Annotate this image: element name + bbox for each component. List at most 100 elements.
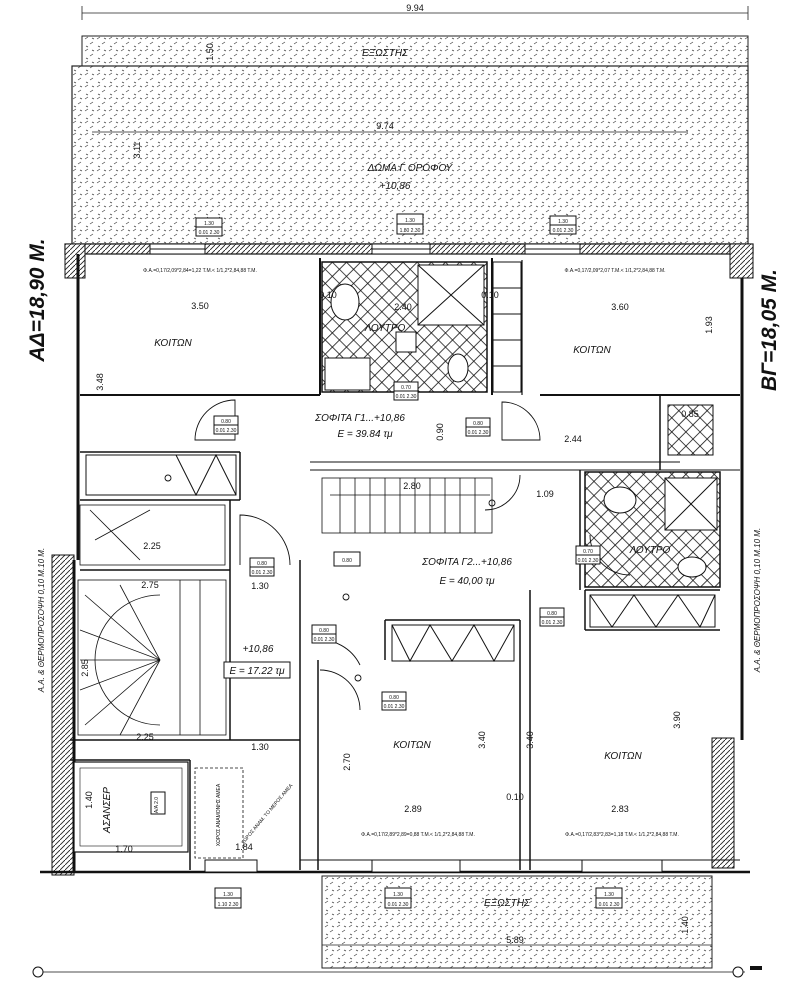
dim-275: 2.75 [141, 580, 159, 590]
dim-283: 2.83 [611, 804, 629, 814]
svg-text:0.80: 0.80 [389, 695, 399, 701]
svg-text:0.80: 0.80 [473, 421, 483, 427]
bath-right-label: ΛΟΥΤΡΟ [629, 545, 671, 556]
roof-side-dim: 3.11 [132, 142, 142, 159]
window-tag: 1.300.01 2.30 [195, 217, 223, 237]
dim-140: 1.40 [84, 791, 94, 809]
svg-text:1.30: 1.30 [393, 892, 403, 898]
attic-g2-area: Ε = 40,00 τμ [439, 576, 495, 587]
dim-130b: 1.30 [251, 742, 269, 752]
dim-090: 0.90 [435, 423, 445, 441]
elevator-tag: Α/Α 2.0 [154, 797, 160, 813]
window-tag: 1.30 0.01 2.30 [549, 215, 577, 235]
bedroom-tl-label: ΚΟΙΤΩΝ [154, 338, 192, 349]
side-labels: ΑΔ=18,90 Μ. ΒΓ=18,05 Μ. Α.Α. & ΘΕΡΜΟΠΡΟΣ… [26, 238, 781, 693]
top-terrace: ΕΞΩΣΤΗΣ 1.50 [81, 35, 749, 67]
bathroom-top: ΛΟΥΤΡΟ [321, 261, 488, 393]
svg-text:0.01 2.30: 0.01 2.30 [468, 430, 489, 436]
attic-g1-title: ΣΟΦΙΤΑ Γ1...+10,86 [314, 413, 405, 424]
window-tag: 1.300.01 2.30 [595, 887, 623, 909]
window-notes: Φ.Α.=0,17/2,09*2,84=1,22 Τ.Μ.< 1/1,2*2,8… [143, 268, 679, 838]
room-labels: ΚΟΙΤΩΝ ΚΟΙΤΩΝ ΚΟΙΤΩΝ ΚΟΙΤΩΝ [154, 338, 642, 762]
stair-area: Ε = 17.22 τμ [229, 666, 285, 677]
window-tag: 0.80 0.01 2.30 [381, 691, 407, 711]
bathroom-right: ΛΟΥΤΡΟ 0.85 [584, 404, 721, 588]
d140b-label: 1.40 [680, 916, 690, 934]
bedroom-tr-label: ΚΟΙΤΩΝ [573, 345, 611, 356]
d589-label: 5.89 [506, 935, 524, 945]
bottom-terrace: ΕΞΩΣΤΗΣ 5.89 1.40 [204, 859, 713, 969]
window-tag: 0.80 0.01 2.30 [249, 557, 275, 577]
note-br: Φ.Α.=0,17/2,83*2,83=1,18 Τ.Μ.< 1/1,2*2,8… [565, 832, 679, 838]
elevator: ΑΣΑΝΣΕΡ Α/Α 2.0 ΧΩΡΟΣ ΑΝΑΜΟΝΗΣ ΑΜΕΑ ΧΩΡΟ… [73, 761, 295, 859]
dim-130a: 1.30 [251, 581, 269, 591]
svg-text:0.80: 0.80 [342, 558, 352, 564]
window-tag: 0.80 0.01 2.30 [465, 417, 491, 437]
wardrobes [85, 261, 716, 663]
window-tag: 0.80 0.01 2.30 [539, 607, 565, 627]
dim-285: 2.85 [80, 659, 90, 677]
svg-text:0.01 2.30: 0.01 2.30 [396, 394, 417, 400]
svg-text:0.01 2.30: 0.01 2.30 [252, 570, 273, 576]
right-side-title: ΒΓ=18,05 Μ. [758, 269, 781, 391]
svg-text:1.30: 1.30 [558, 219, 568, 225]
svg-text:0.80: 0.80 [257, 561, 267, 567]
dim-240: 2.40 [394, 302, 412, 312]
roof-dim-label: 9.74 [376, 121, 394, 131]
top-dimension: 9.94 [81, 3, 749, 20]
dim-270: 2.70 [342, 753, 352, 771]
svg-text:1.30: 1.30 [405, 218, 415, 224]
left-side-note: Α.Α. & ΘΕΡΜΟΠΡΟΣΟΨΗ 0,10 Μ.10 Μ. [37, 548, 46, 693]
dim-010a: 0.10 [319, 290, 337, 300]
attic-g2-title: ΣΟΦΙΤΑ Γ2...+10,86 [421, 557, 512, 568]
svg-text:1.80 2.30: 1.80 2.30 [400, 228, 421, 234]
elevator-label: ΑΣΑΝΣΕΡ [102, 787, 113, 834]
dim-390: 3.90 [672, 711, 682, 729]
svg-text:0.80: 0.80 [319, 628, 329, 634]
window-tag: 0.80 [333, 551, 361, 567]
dim-340a: 3.40 [477, 731, 487, 749]
attic-g1-area: Ε = 39.84 τμ [337, 429, 393, 440]
dim-010b: 0.10 [481, 290, 499, 300]
top-windows [149, 243, 581, 255]
dim-010c: 0.10 [506, 792, 524, 802]
svg-text:0.01 2.30: 0.01 2.30 [578, 558, 599, 564]
svg-text:1.10 2.30: 1.10 2.30 [218, 902, 239, 908]
k-dim-label: 0.85 [681, 409, 699, 419]
svg-text:0.01 2.30: 0.01 2.30 [553, 228, 574, 234]
dim-170: 1.70 [115, 844, 133, 854]
stair-level: +10,86 [243, 644, 274, 655]
window-tag: 1.301.10 2.30 [214, 887, 242, 909]
window-tag: 1.30 1.80 2.30 [396, 213, 424, 235]
dim-109: 1.09 [536, 489, 554, 499]
window-tag: 0.80 0.01 2.30 [311, 624, 337, 644]
dimension-labels: 3.50 2.40 0.10 0.10 3.60 3.48 1.93 2.44 … [80, 290, 714, 854]
dim-225a: 2.25 [143, 541, 161, 551]
note-tl: Φ.Α.=0,17/2,09*2,84=1,22 Τ.Μ.< 1/1,2*2,8… [143, 268, 257, 274]
dim-360: 3.60 [611, 302, 629, 312]
svg-text:0.01 2.30: 0.01 2.30 [542, 620, 563, 626]
window-tag: 1.300.01 2.30 [384, 887, 412, 909]
note-tr: Φ.Α.=0,17/2,09*2,07 Τ.Μ.< 1/1,2*2,84,88 … [564, 268, 665, 274]
svg-text:0.01 2.30: 0.01 2.30 [599, 902, 620, 908]
shaft-note-2: ΧΩΡΟΣ ΑΝΑΜ. ΤΟ ΜΕΡΟΣ ΑΜΕΑ [240, 782, 295, 845]
dim-393: 1.93 [704, 316, 714, 334]
bedroom-br-label: ΚΟΙΤΩΝ [604, 751, 642, 762]
svg-text:1.30: 1.30 [204, 221, 214, 227]
dim-280: 2.80 [403, 481, 421, 491]
note-bc: Φ.Α.=0,17/2,89*2,89=0,88 Τ.Μ.< 1/1,2*2,8… [361, 832, 475, 838]
svg-text:0.70: 0.70 [401, 385, 411, 391]
left-stair [77, 504, 227, 736]
bottom-axis [32, 966, 762, 978]
svg-text:0.01 2.30: 0.01 2.30 [384, 704, 405, 710]
roof-level: +10,86 [380, 181, 411, 192]
window-tag: 0.700.01 2.30 [575, 545, 601, 565]
dim-340b: 3.40 [525, 731, 535, 749]
svg-text:0.01 2.30: 0.01 2.30 [314, 637, 335, 643]
svg-text:0.80: 0.80 [547, 611, 557, 617]
bedroom-bc-label: ΚΟΙΤΩΝ [393, 740, 431, 751]
bath-top-label: ΛΟΥΤΡΟ [364, 323, 406, 334]
dim-225b: 2.25 [136, 732, 154, 742]
svg-text:0.80: 0.80 [221, 419, 231, 425]
